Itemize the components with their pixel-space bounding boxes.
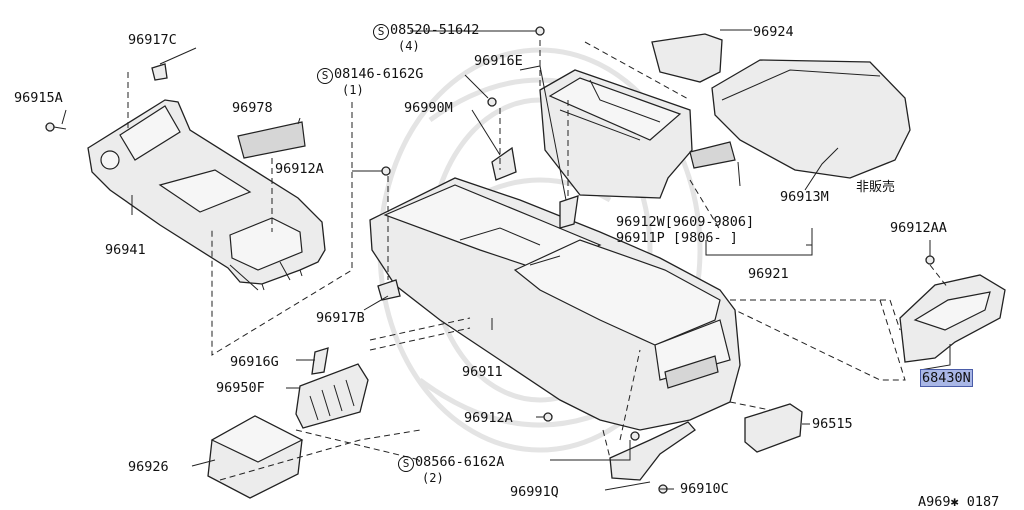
- console-body-96911[interactable]: [369, 177, 741, 431]
- pocket-96515[interactable]: [744, 403, 803, 453]
- screw-08520[interactable]: [535, 26, 545, 36]
- armrest-lid[interactable]: [711, 59, 911, 179]
- screw-symbol-icon: S: [317, 68, 333, 84]
- label-96950F[interactable]: 96950F: [216, 380, 265, 396]
- screw-96912A-top[interactable]: [381, 166, 391, 176]
- label-96912A-bottom[interactable]: 96912A: [464, 410, 513, 426]
- label-96917C[interactable]: 96917C: [128, 32, 177, 48]
- label-96913M[interactable]: 96913M: [780, 189, 829, 205]
- label-96912W[interactable]: 96912W[9609-9806]: [616, 214, 755, 230]
- label-96916E[interactable]: 96916E: [474, 53, 523, 69]
- screw-96912AA[interactable]: [925, 255, 935, 265]
- label-96911P[interactable]: 96911P [9806- ]: [616, 230, 738, 246]
- label-96912AA[interactable]: 96912AA: [890, 220, 947, 236]
- label-96515[interactable]: 96515: [812, 416, 853, 432]
- label-non-sale: 非販売: [856, 180, 896, 195]
- bracket-96990M[interactable]: [491, 146, 517, 181]
- plate-96978[interactable]: [237, 121, 306, 159]
- label-08566-qty: (2): [422, 471, 444, 485]
- diagram-id: A969✱ 0187: [918, 494, 1000, 510]
- screw-96912A-bottom[interactable]: [543, 412, 553, 422]
- console-finisher-96941[interactable]: [87, 99, 326, 291]
- insert-96924[interactable]: [651, 33, 723, 83]
- screw-symbol-icon: S: [398, 456, 414, 472]
- label-96912A-top[interactable]: 96912A: [275, 161, 324, 177]
- label-96910C[interactable]: 96910C: [680, 481, 729, 497]
- screw-96915A[interactable]: [45, 122, 67, 132]
- label-08520-qty: (4): [398, 39, 420, 53]
- label-96924[interactable]: 96924: [753, 24, 794, 40]
- plate-96913M[interactable]: [689, 141, 736, 169]
- label-96916G[interactable]: 96916G: [230, 354, 279, 370]
- storage-box-96921[interactable]: [539, 69, 693, 199]
- box-96926[interactable]: [207, 415, 304, 499]
- label-96978[interactable]: 96978: [232, 100, 273, 116]
- screw-symbol-icon: S: [373, 24, 389, 40]
- screw-08146[interactable]: [487, 97, 497, 107]
- label-68430N[interactable]: 68430N: [920, 369, 973, 387]
- screw-08566[interactable]: [630, 431, 640, 441]
- cup-holder-68430N[interactable]: [899, 274, 1006, 363]
- label-96926[interactable]: 96926: [128, 459, 169, 475]
- label-96917B[interactable]: 96917B: [316, 310, 365, 326]
- label-96990M[interactable]: 96990M: [404, 100, 453, 116]
- label-96915A[interactable]: 96915A: [14, 90, 63, 106]
- label-96991Q[interactable]: 96991Q: [510, 484, 559, 500]
- highlighted-part-number: 68430N: [920, 369, 973, 387]
- grille-96950F[interactable]: [295, 363, 369, 429]
- clip-96916G[interactable]: [311, 347, 329, 375]
- label-08146-qty: (1): [342, 83, 364, 97]
- label-96921[interactable]: 96921: [748, 266, 789, 282]
- label-96911[interactable]: 96911: [462, 364, 503, 380]
- label-96941[interactable]: 96941: [105, 242, 146, 258]
- bracket-96916E[interactable]: [559, 195, 579, 229]
- bracket-96991Q[interactable]: [609, 421, 696, 481]
- clip-96917C[interactable]: [151, 63, 168, 81]
- leader-lines: [61, 29, 951, 491]
- clip-96917B[interactable]: [377, 279, 401, 301]
